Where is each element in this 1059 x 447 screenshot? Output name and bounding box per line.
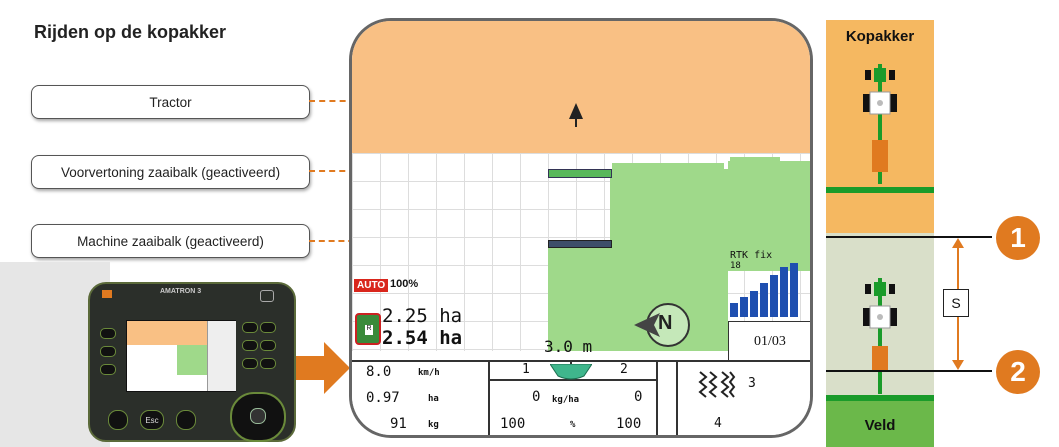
section-1: 1 bbox=[522, 362, 530, 377]
area-value: 0.97 bbox=[366, 390, 400, 406]
compass-icon: N bbox=[634, 303, 690, 347]
speed-unit: km/h bbox=[418, 368, 440, 378]
area-unit: ha bbox=[428, 394, 439, 404]
callout-machine: Machine zaaibalk (geactiveerd) bbox=[31, 224, 310, 258]
worked-area-top-2 bbox=[730, 157, 780, 163]
page-indicator[interactable]: 01/03 bbox=[728, 321, 810, 363]
hopper-icon bbox=[550, 364, 592, 380]
preview-boom-bar bbox=[548, 169, 612, 178]
terminal-power-button[interactable] bbox=[108, 410, 128, 430]
rtk-signal-icon bbox=[730, 263, 798, 317]
headland-line bbox=[826, 187, 934, 193]
headland-area bbox=[352, 21, 810, 153]
rate-unit: kg/ha bbox=[552, 395, 580, 405]
worked-area-top bbox=[612, 163, 724, 171]
data-table: 8.0 km/h 0.97 ha 91 kg 1 2 0 kg/ha 0 100… bbox=[352, 360, 810, 435]
callout-tractor: Tractor bbox=[31, 85, 310, 119]
terminal-esc-button[interactable]: Esc bbox=[140, 410, 164, 430]
field-strip bbox=[826, 401, 934, 447]
tractor-bottom-icon bbox=[863, 278, 897, 394]
page-title: Rijden op de kopakker bbox=[34, 22, 227, 42]
percent-unit: % bbox=[570, 420, 576, 430]
data-col-left bbox=[352, 362, 490, 435]
weight-value: 91 bbox=[390, 416, 407, 432]
marker-line-2 bbox=[826, 370, 992, 372]
display-screen: AUTO 100% R 2.25 ha 2.54 ha 3.0 m N RTK … bbox=[349, 18, 813, 438]
tractor-arrow-icon bbox=[569, 103, 583, 127]
terminal-back-icon bbox=[260, 290, 274, 302]
area-2: 2.54 ha bbox=[382, 327, 463, 349]
rtk-number: 18 bbox=[730, 261, 741, 271]
rtk-label: RTK fix bbox=[730, 250, 773, 261]
machine-boom-bar bbox=[548, 240, 612, 248]
rate-value: 0 bbox=[532, 389, 541, 405]
badge-2: 2 bbox=[996, 350, 1040, 394]
tramline-icon bbox=[698, 371, 736, 398]
terminal-mini-screen bbox=[126, 320, 236, 392]
badge-1: 1 bbox=[996, 216, 1040, 260]
tractor-top-icon bbox=[863, 64, 897, 184]
section-2: 2 bbox=[620, 362, 628, 377]
tramline-bottom: 4 bbox=[714, 416, 722, 431]
percent-right: 100 bbox=[616, 416, 642, 432]
terminal-logo-icon bbox=[102, 290, 112, 298]
callout-preview: Voorvertoning zaaibalk (geactiveerd) bbox=[31, 155, 310, 189]
field-label: Veld bbox=[864, 417, 896, 434]
distance-label: S bbox=[943, 289, 969, 317]
section-header bbox=[488, 362, 656, 381]
pointer-arrow-icon bbox=[296, 342, 350, 394]
rate-right: 0 bbox=[634, 389, 643, 405]
marker-line-1 bbox=[826, 236, 992, 238]
working-width: 3.0 m bbox=[544, 337, 593, 356]
percent-left: 100 bbox=[500, 416, 526, 432]
weight-unit: kg bbox=[428, 420, 439, 430]
terminal-dpad[interactable] bbox=[230, 392, 286, 442]
headland-label: Kopakker bbox=[845, 28, 915, 45]
auto-badge: AUTO bbox=[354, 279, 389, 292]
terminal-brand: AMATRON 3 bbox=[160, 288, 202, 295]
field-line bbox=[826, 395, 934, 401]
tramline-number: 3 bbox=[748, 376, 756, 391]
terminal-menu-button[interactable] bbox=[176, 410, 196, 430]
auto-percent: 100% bbox=[390, 278, 419, 290]
area-1: 2.25 ha bbox=[382, 305, 463, 327]
speed-value: 8.0 bbox=[366, 364, 392, 380]
terminal-device: AMATRON 3 Esc bbox=[88, 282, 296, 442]
worked-area-right bbox=[728, 161, 810, 271]
field-icon: R bbox=[355, 313, 381, 345]
worked-area-left bbox=[548, 243, 610, 351]
